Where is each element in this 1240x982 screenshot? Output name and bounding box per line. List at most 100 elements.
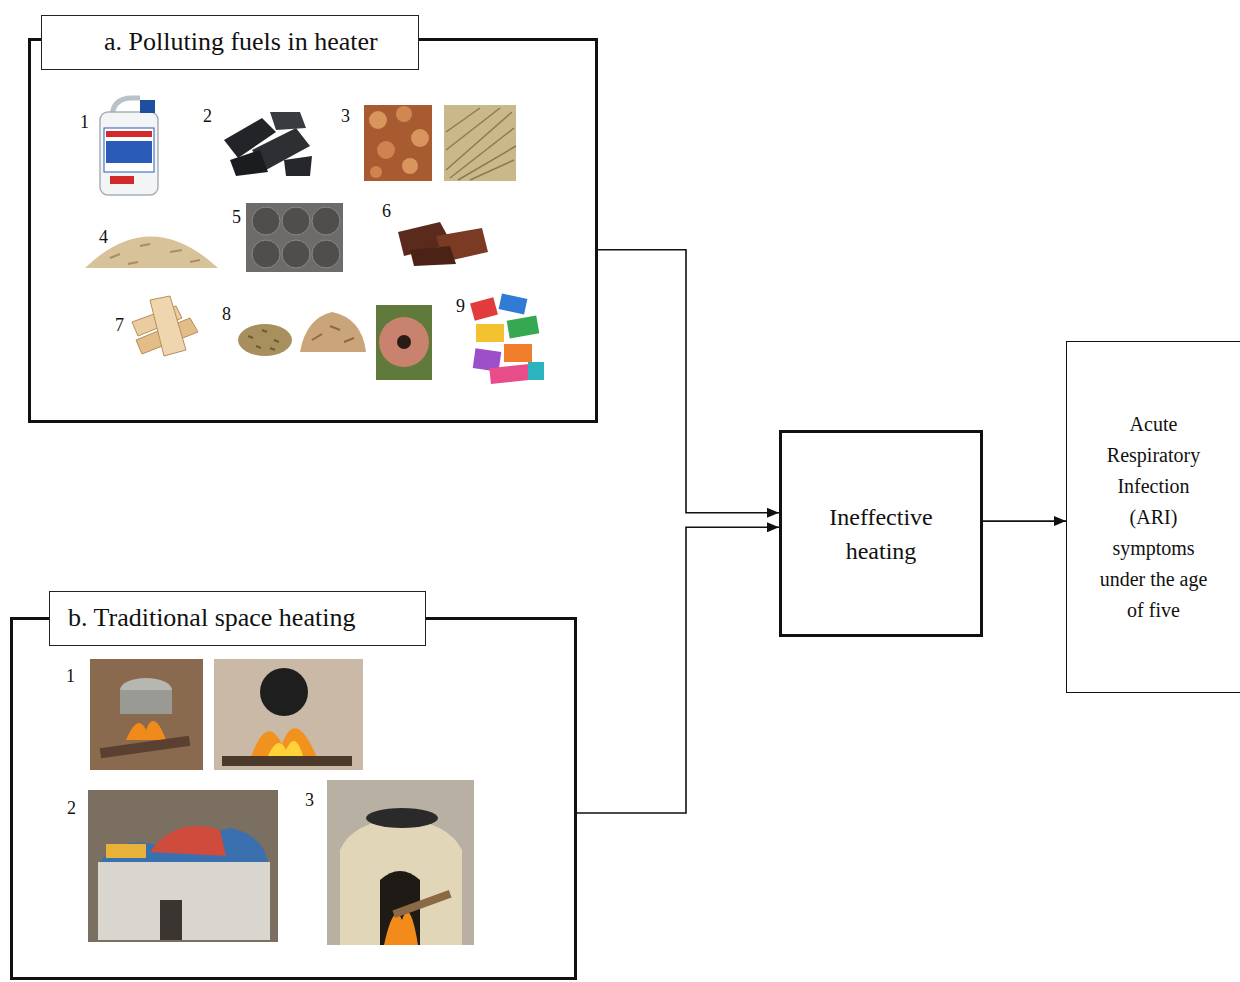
group-box: a. Polluting fuels in heater <box>28 38 598 423</box>
kerosene-can <box>100 98 158 195</box>
process-box: Ineffective heating <box>779 430 983 637</box>
wood-logs <box>364 105 432 181</box>
node-text: Acute Respiratory Infection (ARI) sympto… <box>1095 409 1212 626</box>
briquettes <box>252 240 280 268</box>
charcoal <box>230 150 268 176</box>
heated-bed-photo <box>98 862 270 940</box>
clay-stove-photo <box>384 912 418 945</box>
callout-number: 1 <box>66 667 75 685</box>
wood-pellets <box>238 324 292 356</box>
wood-chips <box>300 312 366 352</box>
dung-cakes <box>398 222 488 266</box>
waste-pile <box>499 293 528 314</box>
open-fire-photo <box>100 736 191 758</box>
group-heading: b. Traditional space heating <box>49 591 426 646</box>
kerosene-can <box>140 100 155 113</box>
waste-pile <box>470 297 498 321</box>
callout-number: 1 <box>80 113 89 131</box>
straw <box>446 108 516 180</box>
callout-number: 4 <box>99 228 108 246</box>
callout-number: 7 <box>115 316 124 334</box>
heated-bed-photo <box>150 826 226 856</box>
open-fire-photo <box>214 659 363 770</box>
callout-number: 8 <box>222 305 231 323</box>
wood-pellets <box>238 324 292 356</box>
open-fire-photo <box>90 659 203 770</box>
open-fire-photo <box>260 668 308 716</box>
briquettes <box>282 207 310 235</box>
clay-stove-photo <box>327 780 474 945</box>
heated-bed-photo <box>88 790 278 942</box>
kerosene-can <box>110 176 134 184</box>
node-text: Ineffective heating <box>802 500 960 568</box>
charcoal <box>224 112 312 176</box>
dung-cakes <box>410 246 456 266</box>
clay-stove-photo <box>340 818 462 945</box>
charcoal <box>270 112 306 130</box>
flow-arrow <box>983 520 1066 522</box>
wood-logs <box>411 129 429 147</box>
outcome-box: Acute Respiratory Infection (ARI) sympto… <box>1066 341 1240 693</box>
clay-stove-photo <box>327 780 474 945</box>
heated-bed-photo <box>106 844 146 858</box>
wood-chips <box>300 312 366 352</box>
open-fire-photo <box>90 659 203 770</box>
callout-number: 6 <box>382 202 391 220</box>
open-fire-photo <box>222 756 352 766</box>
heated-bed-photo <box>160 900 182 940</box>
round-briquette <box>379 317 429 367</box>
open-fire-photo <box>214 659 363 770</box>
wood-logs <box>377 141 395 159</box>
briquettes <box>252 207 280 235</box>
wood-chips <box>312 326 354 342</box>
group-box: b. Traditional space heating <box>10 617 577 980</box>
clay-stove-photo <box>392 890 451 918</box>
sawdust-pile <box>110 244 200 264</box>
waste-pile <box>470 293 544 384</box>
flow-arrow <box>577 527 779 813</box>
kerosene-can <box>106 131 152 137</box>
open-fire-photo <box>120 690 172 714</box>
kerosene-can <box>106 141 152 163</box>
wood-logs <box>396 106 412 122</box>
briquettes <box>282 240 310 268</box>
open-fire-photo <box>250 728 318 760</box>
straw <box>444 105 516 181</box>
briquettes <box>312 207 340 235</box>
firewood <box>150 296 186 356</box>
waste-pile <box>528 362 544 380</box>
heated-bed-photo <box>88 790 278 942</box>
kerosene-can <box>104 128 154 172</box>
group-heading: a. Polluting fuels in heater <box>41 15 419 70</box>
open-fire-photo <box>126 721 166 740</box>
callout-number: 3 <box>305 791 314 809</box>
firewood <box>132 296 198 356</box>
round-briquette <box>376 305 432 380</box>
wood-logs <box>370 166 382 178</box>
kerosene-can <box>100 112 158 195</box>
callout-number: 3 <box>341 107 350 125</box>
wood-logs <box>402 158 418 174</box>
callout-number: 2 <box>203 107 212 125</box>
waste-pile <box>507 316 540 339</box>
briquettes <box>312 240 340 268</box>
wood-logs <box>364 105 432 181</box>
waste-pile <box>489 364 530 384</box>
flow-arrow <box>598 250 779 513</box>
wood-logs <box>369 111 387 129</box>
waste-pile <box>476 324 504 342</box>
straw <box>444 105 516 181</box>
waste-pile <box>504 344 532 362</box>
round-briquette <box>397 335 411 349</box>
callout-number: 5 <box>232 208 241 226</box>
charcoal <box>284 156 312 176</box>
callout-number: 2 <box>67 799 76 817</box>
briquettes <box>246 203 343 272</box>
briquettes <box>246 203 343 272</box>
clay-stove-photo <box>366 808 438 828</box>
callout-number: 9 <box>456 297 465 315</box>
